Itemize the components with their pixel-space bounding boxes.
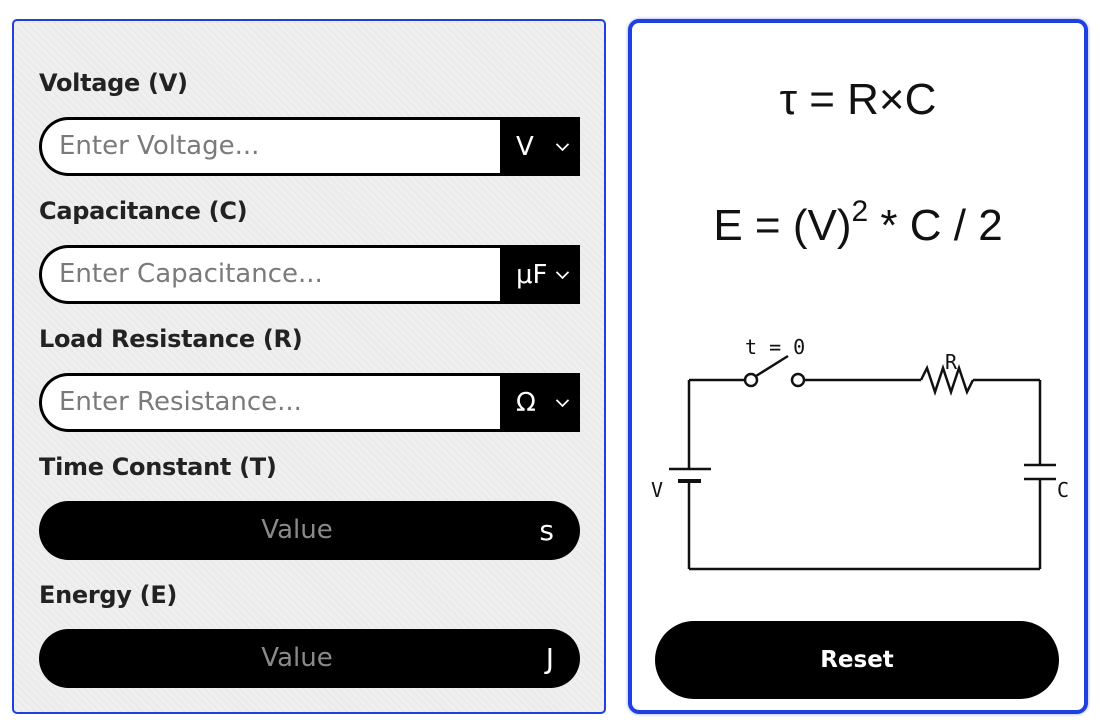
- voltage-input[interactable]: Enter Voltage...: [39, 117, 502, 176]
- time-constant-output: Value s: [39, 501, 580, 560]
- capacitance-unit-value: μF: [516, 259, 548, 290]
- capacitance-input[interactable]: Enter Capacitance...: [39, 245, 502, 304]
- resistance-unit-value: Ω: [516, 387, 536, 418]
- rc-circuit-diagram: t = 0 R V C: [651, 335, 1068, 571]
- energy-formula-suffix: * C / 2: [868, 201, 1003, 250]
- switch-label: t = 0: [745, 335, 805, 359]
- voltage-unit-value: V: [516, 131, 534, 162]
- voltage-row: Enter Voltage... V: [39, 117, 580, 176]
- switch-lever: [755, 354, 789, 378]
- energy-unit: J: [545, 642, 554, 675]
- energy-formula: E = (V)2 * C / 2: [632, 195, 1084, 251]
- resistance-unit-select[interactable]: Ω: [500, 373, 580, 432]
- formula-panel: τ = R×C E = (V)2 * C / 2 t = 0: [628, 19, 1088, 714]
- capacitor-label: C: [1057, 478, 1068, 502]
- capacitance-row: Enter Capacitance... μF: [39, 245, 580, 304]
- input-panel: Voltage (V) Enter Voltage... V Capacitan…: [12, 19, 606, 714]
- energy-output: Value J: [39, 629, 580, 688]
- energy-formula-exponent: 2: [851, 195, 869, 228]
- energy-value: Value: [261, 643, 333, 673]
- time-constant-label: Time Constant (T): [39, 453, 277, 481]
- reset-button[interactable]: Reset: [655, 621, 1059, 699]
- resistance-row: Enter Resistance... Ω: [39, 373, 580, 432]
- source-label: V: [651, 478, 663, 502]
- resistance-input[interactable]: Enter Resistance...: [39, 373, 502, 432]
- switch-contact-left: [743, 372, 759, 388]
- time-constant-unit: s: [539, 514, 554, 547]
- time-constant-formula: τ = R×C: [779, 75, 937, 124]
- chevron-down-icon: [555, 393, 570, 408]
- voltage-label: Voltage (V): [39, 69, 188, 97]
- chevron-down-icon: [555, 137, 570, 152]
- capacitance-label: Capacitance (C): [39, 197, 248, 225]
- capacitance-unit-select[interactable]: μF: [500, 245, 580, 304]
- resistance-label: Load Resistance (R): [39, 325, 303, 353]
- energy-label: Energy (E): [39, 581, 178, 609]
- resistor-symbol: [919, 364, 975, 396]
- switch-contact-right: [790, 372, 806, 388]
- chevron-down-icon: [555, 265, 570, 280]
- voltage-unit-select[interactable]: V: [500, 117, 580, 176]
- energy-formula-prefix: E = (V): [713, 201, 852, 250]
- time-constant-value: Value: [261, 515, 333, 545]
- resistor-label: R: [945, 350, 958, 374]
